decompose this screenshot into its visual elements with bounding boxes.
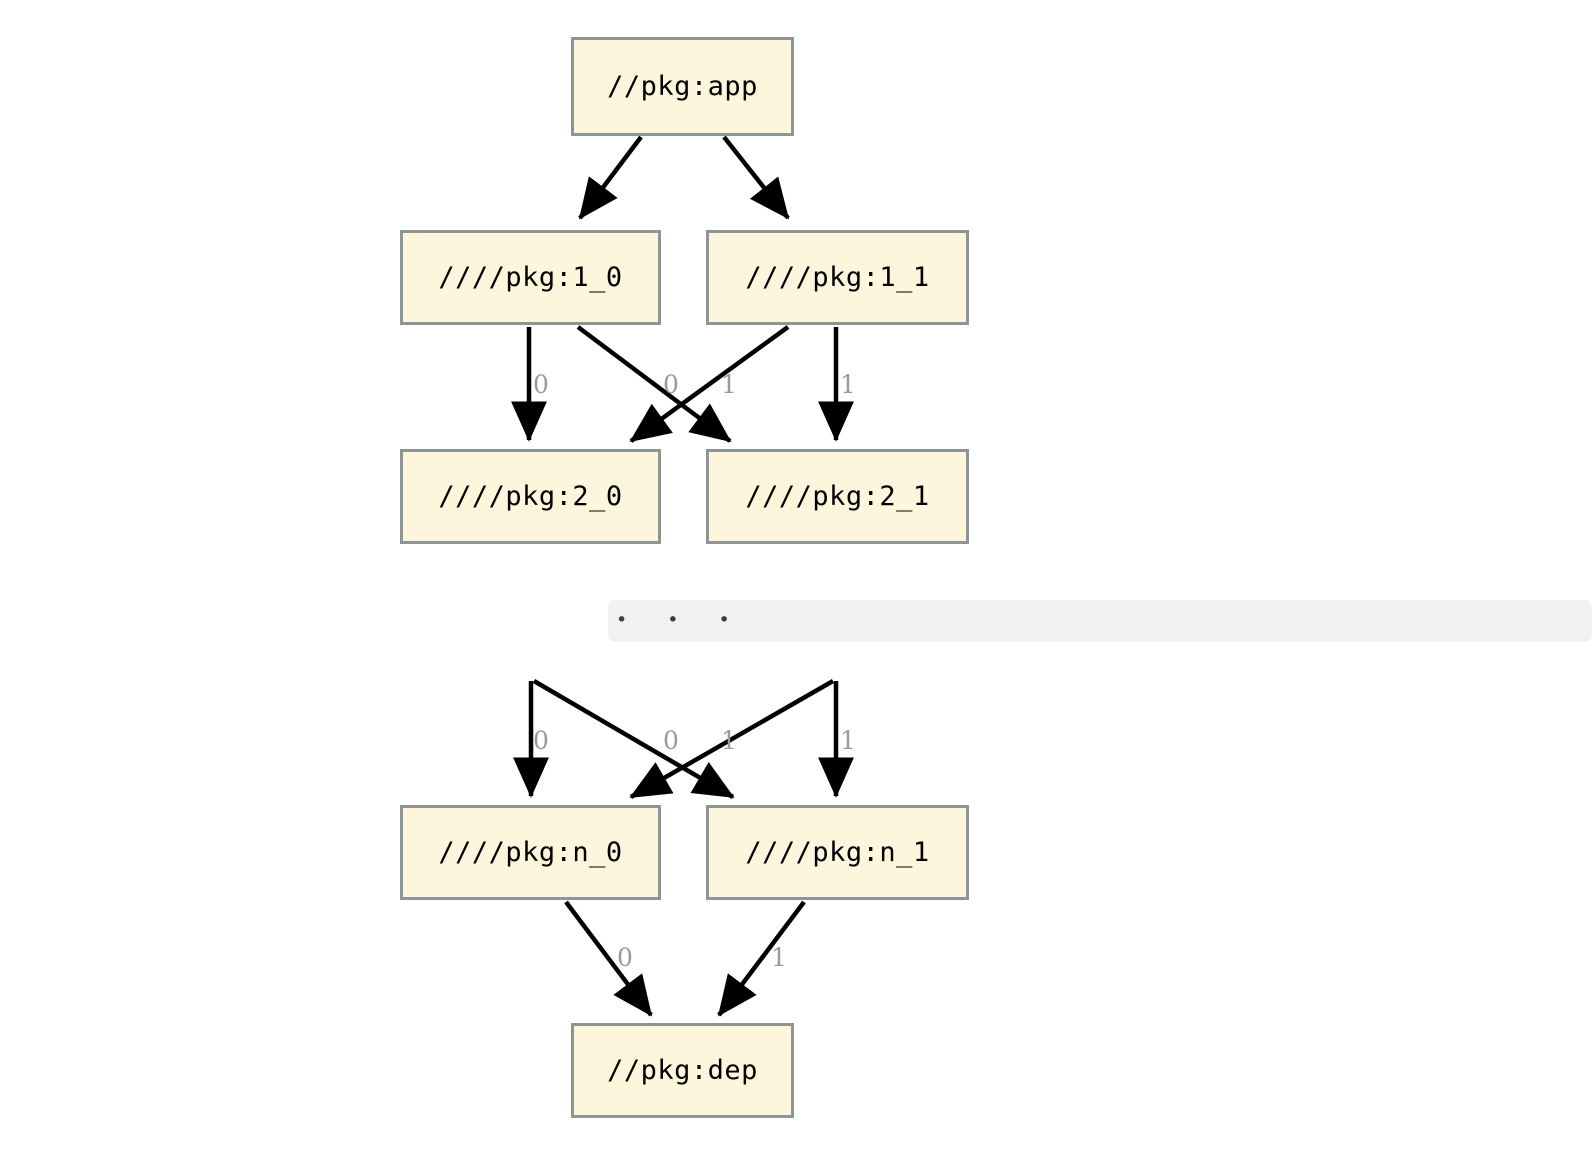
edge-hidden-right-to-pkg-n-0 [629,679,835,799]
edge-label-pkg-n-0-to-dep: 0 [617,945,633,970]
node-pkg-n-1[interactable]: ////pkg:n_1 [706,805,969,900]
edge-label-hidden-left-to-pkg-n-1: 0 [663,728,679,753]
edge-label-text: 1 [840,726,856,755]
edge-app-to-pkg-1-0 [578,135,643,220]
node-label: ////pkg:n_0 [438,837,623,868]
edge-label-text: 0 [617,943,633,972]
ellipsis-icon: • • • [616,609,747,631]
node-pkg-1-0[interactable]: ////pkg:1_0 [400,230,661,325]
node-label: ////pkg:2_0 [438,481,623,512]
node-pkg-2-0[interactable]: ////pkg:2_0 [400,449,661,544]
node-pkg-1-1[interactable]: ////pkg:1_1 [706,230,969,325]
node-label: //pkg:dep [607,1055,758,1086]
node-label: //pkg:app [607,71,758,102]
edge-pkg-n-1-to-dep [717,900,806,1017]
node-pkg-dep[interactable]: //pkg:dep [571,1023,794,1118]
node-label: ////pkg:2_1 [745,481,930,512]
edge-label-text: 0 [663,726,679,755]
edge-label-text: 1 [840,370,856,399]
edge-pkg-n-0-to-dep [564,900,653,1017]
edge-label-pkg-1-1-to-pkg-2-1: 1 [840,372,856,397]
edge-label-hidden-left-to-pkg-n-0: 0 [533,728,549,753]
edge-pkg-1-0-to-pkg-2-1 [576,325,732,443]
node-pkg-n-0[interactable]: ////pkg:n_0 [400,805,661,900]
edge-label-pkg-1-1-to-pkg-2-0: 1 [721,372,737,397]
edge-label-pkg-1-0-to-pkg-2-1: 0 [663,372,679,397]
edge-hidden-left-to-pkg-n-1 [532,679,735,799]
node-label: ////pkg:n_1 [745,837,930,868]
node-pkg-2-1[interactable]: ////pkg:2_1 [706,449,969,544]
edge-label-text: 0 [533,726,549,755]
edge-label-text: 1 [771,943,787,972]
edge-label-pkg-1-0-to-pkg-2-0: 0 [533,372,549,397]
node-label: ////pkg:1_0 [438,262,623,293]
edge-label-hidden-right-to-pkg-n-0: 1 [721,728,737,753]
edge-label-text: 1 [721,726,737,755]
edge-app-to-pkg-1-1 [722,135,790,220]
edge-pkg-1-1-to-pkg-2-0 [629,325,790,443]
node-label: ////pkg:1_1 [745,262,930,293]
edge-label-hidden-right-to-pkg-n-1: 1 [840,728,856,753]
edge-label-text: 0 [663,370,679,399]
edge-label-text: 0 [533,370,549,399]
node-pkg-app[interactable]: //pkg:app [571,37,794,136]
graph-truncation-band: • • • [608,600,1592,642]
edge-label-text: 1 [721,370,737,399]
edge-label-pkg-n-1-to-dep: 1 [771,945,787,970]
